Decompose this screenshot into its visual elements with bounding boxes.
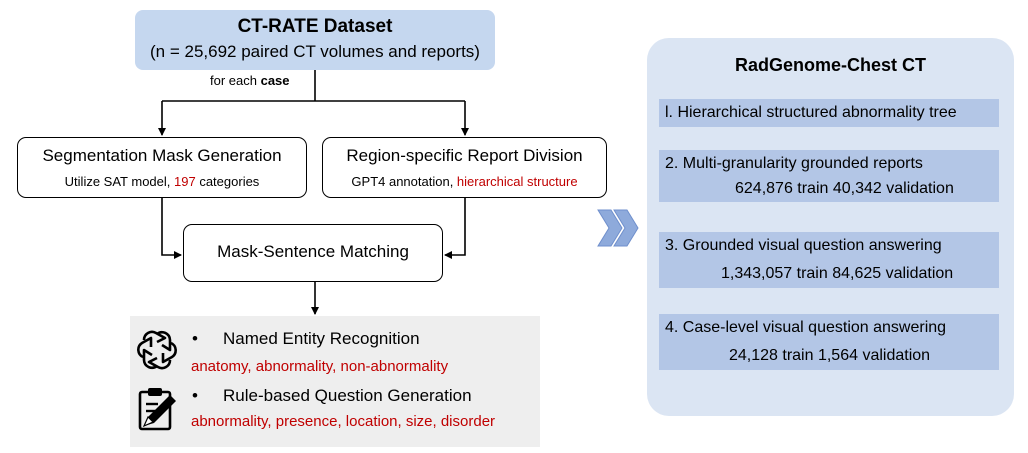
segmentation-sub-suffix: categories: [195, 174, 260, 189]
segmentation-title: Segmentation Mask Generation: [42, 146, 282, 165]
region-sub-prefix: GPT4 annotation,: [351, 174, 457, 189]
nlp-item-detail-1: anatomy, abnormality, non-abnormality: [191, 358, 449, 375]
double-chevron-icon: [597, 209, 639, 247]
nlp-item-detail-2: abnormality, presence, location, size, d…: [191, 413, 496, 430]
segmentation-sub-highlight: 197: [174, 174, 196, 189]
radgenome-item-2-counts: 624,876 train 40,342 validation: [735, 180, 954, 197]
region-subtitle: GPT4 annotation, hierarchical structure: [323, 174, 606, 189]
dataset-title: CT-RATE Dataset: [237, 16, 393, 37]
for-each-bold: case: [260, 73, 290, 88]
nlp-bullet-2: •: [192, 386, 198, 405]
nlp-item-title-2: Rule-based Question Generation: [223, 386, 472, 405]
radgenome-item-2: 2. Multi-granularity grounded reports 62…: [659, 150, 999, 202]
radgenome-item-2-title: 2. Multi-granularity grounded reports: [665, 155, 923, 172]
openai-logo-icon: [137, 330, 177, 370]
radgenome-item-4: 4. Case-level visual question answering …: [659, 314, 999, 370]
clipboard-pen-icon: [138, 388, 176, 431]
segmentation-subtitle: Utilize SAT model, 197 categories: [18, 174, 306, 189]
radgenome-item-3-title: 3. Grounded visual question answering: [665, 237, 942, 254]
radgenome-item-1-title: l. Hierarchical structured abnormality t…: [665, 104, 957, 121]
arrow-region-to-matching: [444, 198, 466, 259]
nlp-panel: • Named Entity Recognition anatomy, abno…: [130, 316, 540, 447]
nlp-item-title-1: Named Entity Recognition: [223, 329, 420, 348]
region-title: Region-specific Report Division: [346, 146, 583, 165]
radgenome-item-4-counts: 24,128 train 1,564 validation: [729, 347, 931, 364]
dataset-box: CT-RATE Dataset (n = 25,692 paired CT vo…: [135, 10, 495, 70]
segmentation-sub-prefix: Utilize SAT model,: [64, 174, 175, 189]
matching-title: Mask-Sentence Matching: [217, 242, 409, 261]
arrow-seg-to-matching: [161, 198, 182, 259]
region-sub-highlight: hierarchical structure: [456, 174, 578, 189]
segmentation-box: Segmentation Mask Generation Utilize SAT…: [17, 137, 307, 198]
radgenome-item-3-counts: 1,343,057 train 84,625 validation: [721, 265, 954, 282]
radgenome-item-3: 3. Grounded visual question answering 1,…: [659, 232, 999, 288]
radgenome-item-1: l. Hierarchical structured abnormality t…: [659, 99, 999, 127]
region-report-box: Region-specific Report Division GPT4 ann…: [322, 137, 607, 198]
for-each-prefix: for each: [210, 73, 261, 88]
radgenome-item-4-title: 4. Case-level visual question answering: [665, 319, 947, 336]
dataset-subtitle: (n = 25,692 paired CT volumes and report…: [150, 42, 480, 61]
nlp-bullet-1: •: [192, 329, 198, 348]
radgenome-title: RadGenome-Chest CT: [734, 55, 927, 75]
matching-box: Mask-Sentence Matching: [183, 224, 443, 282]
for-each-label: for each case: [210, 73, 290, 88]
radgenome-panel: RadGenome-Chest CT l. Hierarchical struc…: [647, 38, 1014, 416]
